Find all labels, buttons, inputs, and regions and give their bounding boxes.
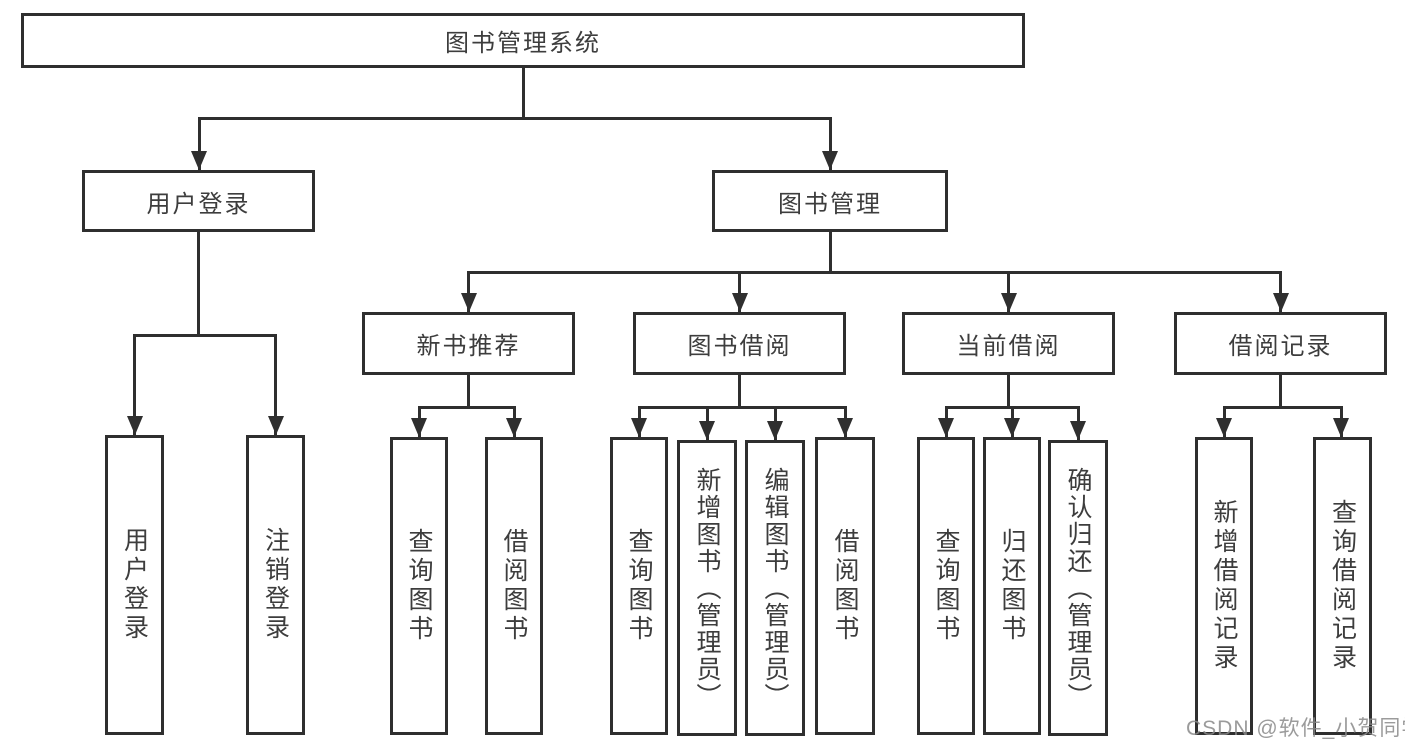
connector-book-management-stem xyxy=(828,232,832,272)
arrow-to-add-books xyxy=(705,407,709,440)
arrow-to-query-books-1 xyxy=(417,407,421,437)
node-borrow-record: 借阅记录 xyxy=(1174,312,1387,375)
arrow-to-borrow-books-2 xyxy=(843,407,847,437)
leaf-label: 归还图书 xyxy=(998,528,1026,644)
arrow-to-confirm-return xyxy=(1076,407,1080,440)
watermark: CSDN @软件_小贺同学 xyxy=(1186,717,1405,740)
connector-root-stem xyxy=(521,68,525,118)
node-label: 图书管理 xyxy=(778,190,882,218)
arrow-to-edit-books xyxy=(773,407,777,440)
arrow-to-book-borrow xyxy=(738,272,741,312)
connector-book-borrow-bus xyxy=(637,405,847,409)
connector-new-book-bus xyxy=(417,405,516,409)
node-label: 当前借阅 xyxy=(956,333,1061,360)
leaf-label: 查询图书 xyxy=(405,528,433,644)
leaf-label: 新增图书（管理员） xyxy=(693,466,721,710)
node-user-login: 用户登录 xyxy=(82,170,315,232)
arrow-to-query-books-3 xyxy=(944,407,948,437)
arrow-to-book-management xyxy=(828,118,832,170)
arrow-to-borrow-books-1 xyxy=(512,407,516,437)
leaf-query-borrow-record: 查询借阅记录 xyxy=(1313,437,1372,735)
leaf-add-books-admin: 新增图书（管理员） xyxy=(677,440,737,736)
leaf-label: 确认归还（管理员） xyxy=(1064,466,1092,710)
arrow-to-new-book-recommend xyxy=(467,272,470,312)
arrow-to-add-borrow-record xyxy=(1222,407,1226,437)
node-label: 借阅记录 xyxy=(1228,333,1333,360)
connector-borrow-record-bus xyxy=(1222,405,1343,409)
leaf-label: 查询图书 xyxy=(932,528,960,644)
arrow-to-query-borrow-record xyxy=(1339,407,1343,437)
leaf-confirm-return-admin: 确认归还（管理员） xyxy=(1048,440,1108,736)
leaf-label: 新增借阅记录 xyxy=(1210,499,1238,673)
connector-current-borrow-stem xyxy=(1007,375,1010,407)
leaf-label: 查询图书 xyxy=(625,528,653,644)
arrow-to-query-books-2 xyxy=(637,407,641,437)
leaf-logout: 注销登录 xyxy=(246,435,305,735)
leaf-label: 查询借阅记录 xyxy=(1328,499,1357,673)
connector-level3-bus xyxy=(467,270,1282,274)
arrow-to-current-borrow xyxy=(1007,272,1010,312)
leaf-add-borrow-record: 新增借阅记录 xyxy=(1195,437,1253,735)
connector-book-borrow-stem xyxy=(738,375,741,407)
node-book-management: 图书管理 xyxy=(712,170,948,232)
connector-new-book-stem xyxy=(467,375,470,407)
node-label: 图书管理系统 xyxy=(445,30,601,57)
arrow-to-user-login xyxy=(197,118,201,170)
node-label: 新书推荐 xyxy=(416,333,521,360)
leaf-query-books-2: 查询图书 xyxy=(610,437,668,735)
leaf-edit-books-admin: 编辑图书（管理员） xyxy=(745,440,805,736)
arrow-to-return-books xyxy=(1010,407,1014,437)
leaf-query-books-1: 查询图书 xyxy=(390,437,448,735)
leaf-borrow-books-1: 借阅图书 xyxy=(485,437,543,735)
leaf-label: 编辑图书（管理员） xyxy=(761,466,789,710)
leaf-return-books: 归还图书 xyxy=(983,437,1041,735)
node-current-borrow: 当前借阅 xyxy=(902,312,1115,375)
leaf-label: 借阅图书 xyxy=(831,528,859,644)
connector-level2-bus xyxy=(197,116,832,120)
connector-user-login-stem xyxy=(197,232,200,335)
node-new-book-recommend: 新书推荐 xyxy=(362,312,575,375)
node-label: 用户登录 xyxy=(146,190,251,218)
leaf-label: 注销登录 xyxy=(261,527,290,643)
leaf-user-login: 用户登录 xyxy=(105,435,164,735)
leaf-query-books-3: 查询图书 xyxy=(917,437,975,735)
arrow-to-borrow-record xyxy=(1279,272,1282,312)
node-book-borrow: 图书借阅 xyxy=(633,312,846,375)
leaf-label: 用户登录 xyxy=(120,527,149,643)
node-label: 图书借阅 xyxy=(687,333,792,360)
arrow-to-leaf-user-login xyxy=(133,335,136,435)
leaf-borrow-books-2: 借阅图书 xyxy=(815,437,875,735)
leaf-label: 借阅图书 xyxy=(500,528,528,644)
connector-user-login-bus xyxy=(133,333,277,337)
arrow-to-leaf-logout xyxy=(274,335,277,435)
node-library-management-system: 图书管理系统 xyxy=(21,13,1025,68)
connector-borrow-record-stem xyxy=(1279,375,1282,407)
